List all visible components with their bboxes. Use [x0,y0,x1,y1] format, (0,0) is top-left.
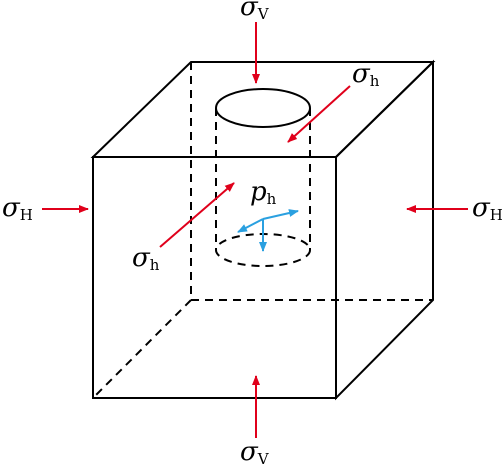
pressure-arrows [237,209,299,252]
label-sigma-h-minor-left: σh [132,243,160,274]
label-p-h: ph [250,177,277,208]
label-sigma-v-top: σV [240,0,270,23]
label-sigma-v-bottom: σV [240,437,270,468]
cube-hidden-edge-diagonal [92,299,192,399]
arrow-sigma-h-minor-left [159,182,235,248]
label-sigma-h-right: σH [472,193,503,224]
arrow-ph-right [262,209,299,220]
borehole-top-ellipse [215,88,311,128]
arrow-ph-upleft [237,218,264,233]
arrow-sigma-h-minor-top [287,85,351,143]
label-sigma-h-minor-top: σh [352,59,380,90]
stress-arrows [42,22,468,438]
label-sigma-h-left: σH [2,193,33,224]
cube [90,59,436,401]
cube-right-face [335,59,434,401]
